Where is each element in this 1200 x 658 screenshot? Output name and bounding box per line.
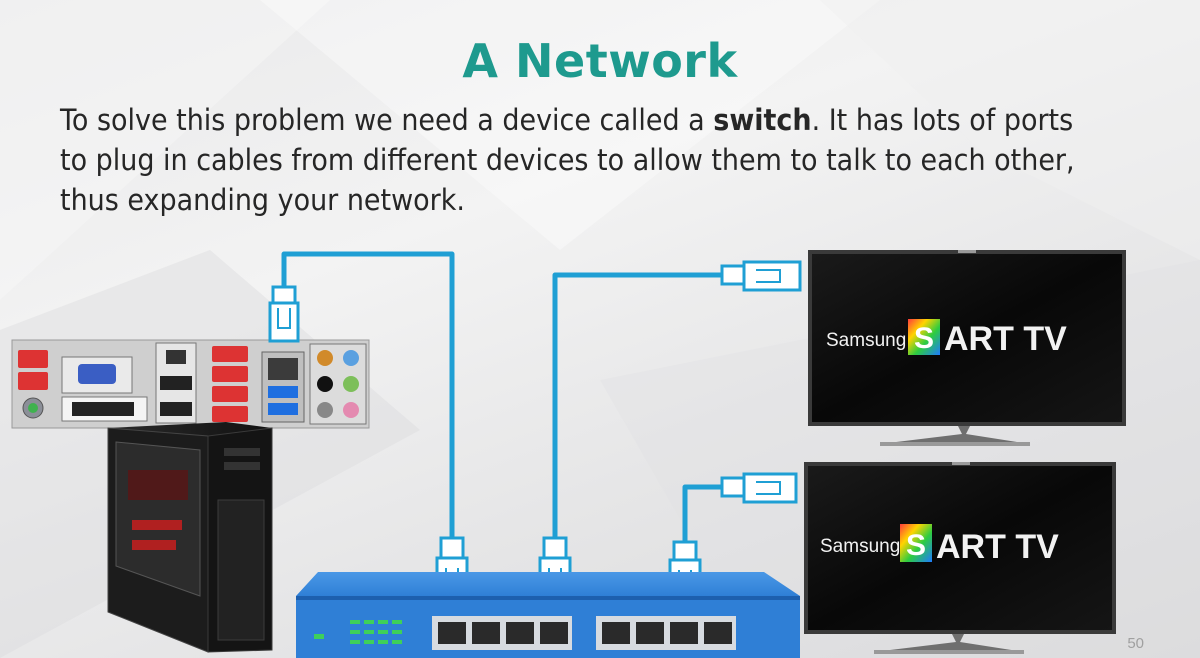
computer-tower-icon xyxy=(107,422,273,653)
ethernet-cables xyxy=(281,251,724,545)
cable-tv1 xyxy=(552,272,724,540)
motherboard-io-panel-icon xyxy=(11,339,370,429)
tv1-logo-s: S xyxy=(914,322,934,355)
body-text-keyword: switch xyxy=(713,103,812,137)
network-switch-icon xyxy=(296,572,800,658)
smart-tv-icon: Samsung S ART TV xyxy=(808,250,1126,446)
cable-pc xyxy=(281,251,455,540)
tv2-logo-s: S xyxy=(906,529,926,562)
tv2-logo-text: ART TV xyxy=(936,528,1059,566)
page-number: 50 xyxy=(1127,635,1144,652)
ethernet-connector-icon xyxy=(268,260,802,614)
body-text-end: . It has lots of ports to plug in cables… xyxy=(60,103,1075,217)
slide-body-text: To solve this problem we need a device c… xyxy=(60,100,1092,220)
tv1-brand: Samsung xyxy=(826,330,906,351)
body-text-start: To solve this problem we need a device c… xyxy=(60,103,714,137)
cable-tv2 xyxy=(682,484,724,545)
smart-tv-icon: Samsung S ART TV xyxy=(804,462,1116,654)
slide-title: A Network xyxy=(462,34,738,88)
tv1-logo-text: ART TV xyxy=(944,320,1067,358)
tv2-brand: Samsung xyxy=(820,536,900,557)
